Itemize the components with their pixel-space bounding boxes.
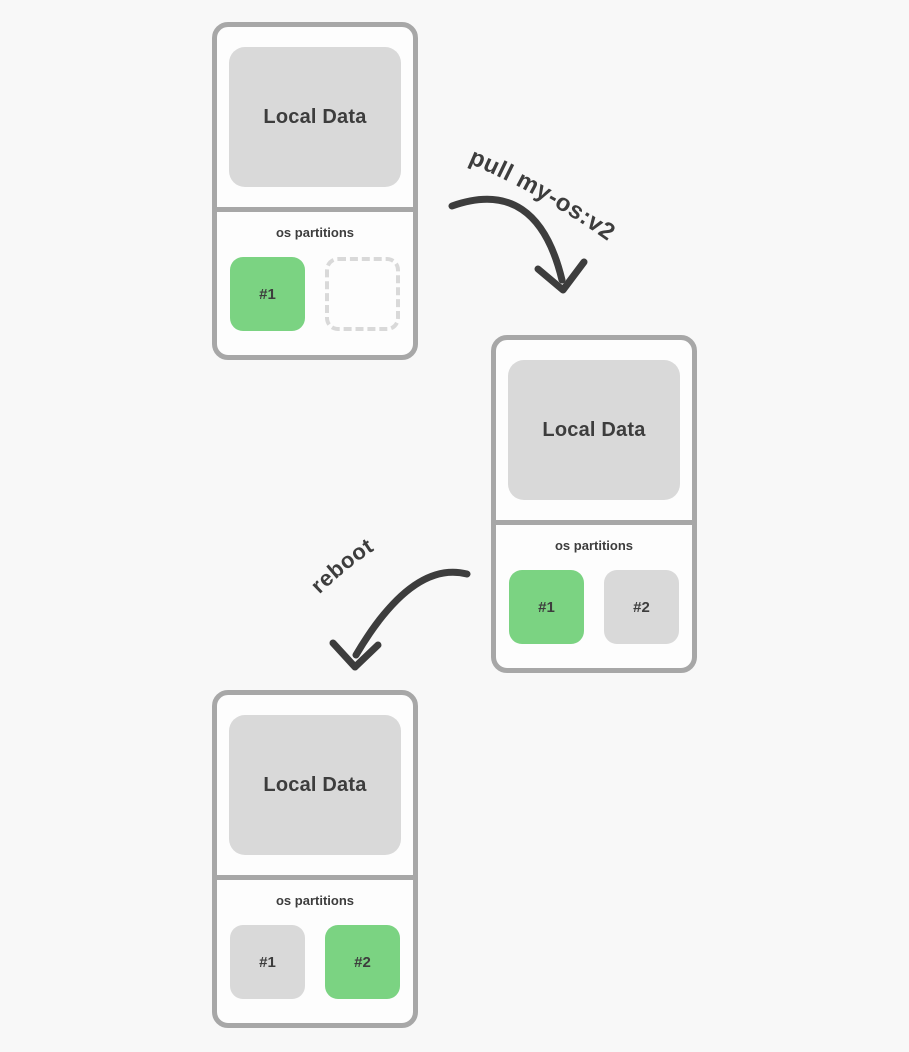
partition-2-label: #2 <box>354 953 371 971</box>
os-partitions-label: os partitions <box>275 893 354 908</box>
partition-2-active: #2 <box>325 925 400 999</box>
partition-1-idle: #1 <box>230 925 305 999</box>
partition-1-label: #1 <box>259 285 276 303</box>
reboot-arrowhead-icon <box>329 639 382 671</box>
partition-1-active: #1 <box>230 257 305 331</box>
divider <box>217 875 413 880</box>
device-card-2: Local Data os partitions #1 #2 <box>491 335 697 673</box>
local-data-block: Local Data <box>508 360 680 500</box>
local-data-block: Local Data <box>229 715 401 855</box>
local-data-label: Local Data <box>263 773 367 796</box>
partitions-row: #1 #2 <box>496 570 692 644</box>
partition-1-active: #1 <box>509 570 584 644</box>
pull-arrow-label: pull my-os:v2 <box>465 144 620 247</box>
partition-2-empty <box>325 257 400 331</box>
partition-1-label: #1 <box>259 953 276 971</box>
reboot-arrow <box>352 568 471 659</box>
local-data-label: Local Data <box>542 418 646 441</box>
reboot-arrow-label-text: reboot <box>306 533 378 598</box>
os-partitions-label: os partitions <box>554 538 633 553</box>
divider <box>496 520 692 525</box>
local-data-label: Local Data <box>263 105 367 128</box>
os-partitions-label: os partitions <box>275 225 354 240</box>
partitions-row: #1 <box>217 257 413 331</box>
partitions-row: #1 #2 <box>217 925 413 999</box>
pull-arrow <box>448 195 566 284</box>
device-card-1: Local Data os partitions #1 <box>212 22 418 360</box>
partition-1-label: #1 <box>538 598 555 616</box>
device-card-3: Local Data os partitions #1 #2 <box>212 690 418 1028</box>
partition-2-idle: #2 <box>604 570 679 644</box>
local-data-block: Local Data <box>229 47 401 187</box>
reboot-arrow-label: reboot <box>306 533 378 598</box>
pull-arrow-label-text: pull my-os:v2 <box>465 144 619 247</box>
partition-2-label: #2 <box>633 598 650 616</box>
divider <box>217 207 413 212</box>
pull-arrowhead-icon <box>534 258 588 294</box>
